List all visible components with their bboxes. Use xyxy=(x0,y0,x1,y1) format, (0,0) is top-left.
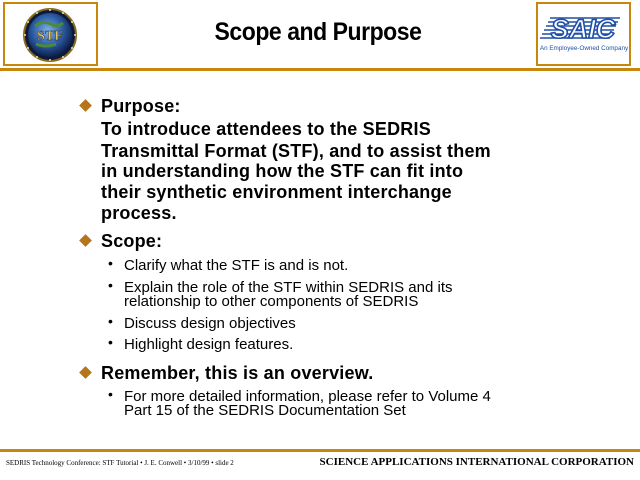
diamond-bullet-icon xyxy=(79,234,92,247)
footer-divider xyxy=(0,449,640,452)
purpose-line: their synthetic environment interchange xyxy=(101,182,452,202)
dot-bullet-icon: • xyxy=(108,334,113,350)
dot-bullet-icon: • xyxy=(108,386,113,402)
footer-company: SCIENCE APPLICATIONS INTERNATIONAL CORPO… xyxy=(319,456,634,468)
scope-item: Discuss design objectives xyxy=(124,315,296,332)
scope-item: Explain the role of the STF within SEDRI… xyxy=(124,279,453,296)
slide-title: Scope and Purpose xyxy=(214,18,422,46)
scope-item: Highlight design features. xyxy=(124,336,294,353)
svg-text:SAIC: SAIC xyxy=(551,14,616,44)
svg-text:STF: STF xyxy=(37,29,63,44)
purpose-line: Transmittal Format (STF), and to assist … xyxy=(101,141,491,161)
dot-bullet-icon: • xyxy=(108,313,113,329)
bullet-heading-scope: Scope: xyxy=(101,231,163,251)
bullet-heading-purpose: Purpose: xyxy=(101,96,181,116)
purpose-line: To introduce attendees to the SEDRIS xyxy=(101,119,431,139)
footer-credit: SEDRIS Technology Conference: STF Tutori… xyxy=(6,459,234,467)
dot-bullet-icon: • xyxy=(108,277,113,293)
purpose-line: in understanding how the STF can fit int… xyxy=(101,161,464,181)
remember-item: For more detailed information, please re… xyxy=(124,388,491,405)
header-divider xyxy=(0,68,640,71)
dot-bullet-icon: • xyxy=(108,255,113,271)
purpose-line: process. xyxy=(101,203,177,223)
slide-header: STF Scope and Purpose SAIC An Employee-O… xyxy=(0,0,640,71)
globe-logo-icon: STF xyxy=(23,8,77,62)
diamond-bullet-icon xyxy=(79,366,92,379)
svg-text:An Employee-Owned Company: An Employee-Owned Company xyxy=(540,45,629,52)
diamond-bullet-icon xyxy=(79,99,92,112)
scope-item: Clarify what the STF is and is not. xyxy=(124,257,349,274)
bullet-heading-remember: Remember, this is an overview. xyxy=(101,363,374,383)
scope-item-continued: relationship to other components of SEDR… xyxy=(124,293,419,310)
remember-item-continued: Part 15 of the SEDRIS Documentation Set xyxy=(124,402,406,419)
stf-logo: STF xyxy=(3,2,98,66)
saic-logo-mark-icon: SAIC An Employee-Owned Company xyxy=(540,13,629,52)
saic-logo: SAIC An Employee-Owned Company xyxy=(536,2,631,66)
